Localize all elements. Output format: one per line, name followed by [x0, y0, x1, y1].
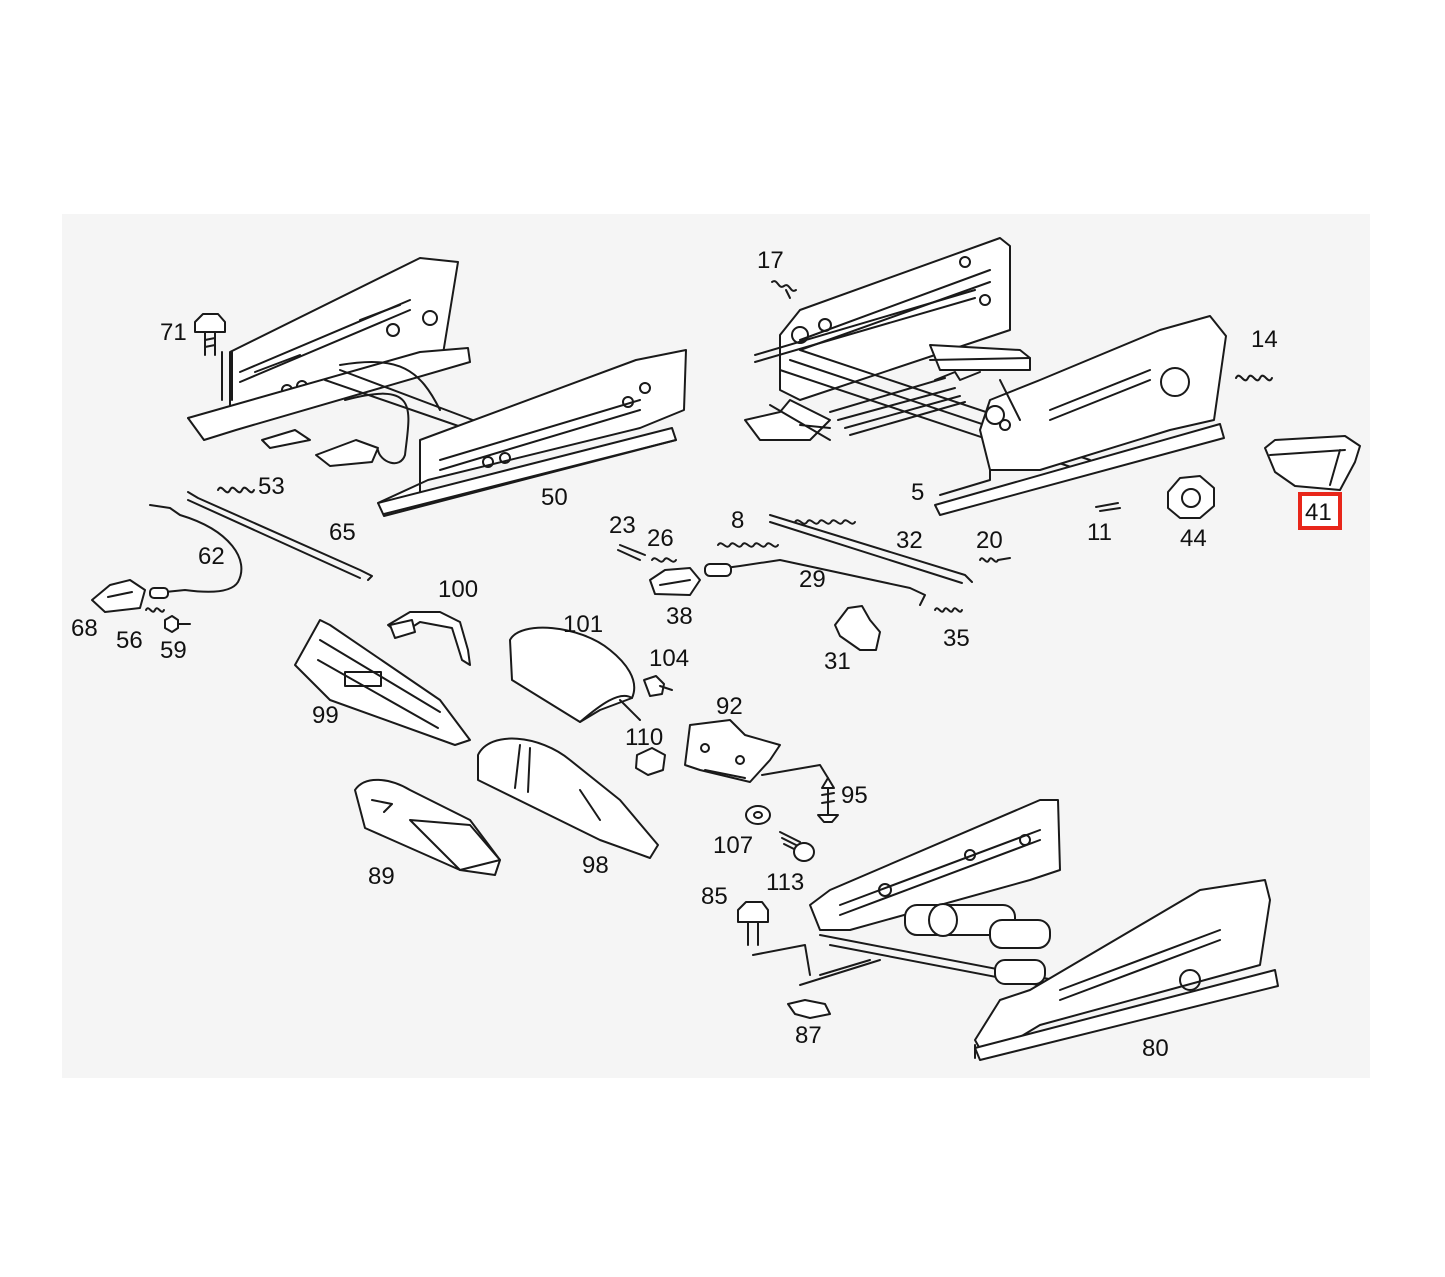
spring-35-drawing[interactable]: [934, 607, 963, 613]
part-labels: 71 53 50 65 62 68 56 59 17 14 5 11 44 23…: [71, 247, 1278, 1062]
cover-89-drawing[interactable]: [354, 778, 501, 876]
label-65[interactable]: 65: [329, 519, 356, 546]
cover-101-drawing[interactable]: [509, 626, 641, 723]
label-92[interactable]: 92: [716, 693, 743, 720]
spring-20-drawing[interactable]: [979, 557, 1011, 563]
seat-frame-5-drawing[interactable]: [744, 237, 1227, 516]
pin-11-drawing[interactable]: [1095, 502, 1121, 512]
bolt-23-drawing[interactable]: [617, 544, 646, 561]
label-98[interactable]: 98: [582, 852, 609, 879]
handle-38-drawing[interactable]: [649, 567, 701, 596]
label-38[interactable]: 38: [666, 603, 693, 630]
nut-110-drawing[interactable]: [635, 747, 666, 776]
label-62[interactable]: 62: [198, 543, 225, 570]
knob-44-drawing[interactable]: [1167, 475, 1215, 519]
handle-68-drawing[interactable]: [91, 579, 146, 613]
label-41[interactable]: 41: [1305, 499, 1332, 526]
label-50[interactable]: 50: [541, 484, 568, 511]
spring-17-drawing[interactable]: [771, 280, 797, 299]
label-113[interactable]: 113: [766, 869, 804, 896]
spring-14-drawing[interactable]: [1235, 374, 1273, 382]
label-35[interactable]: 35: [943, 625, 970, 652]
label-29[interactable]: 29: [799, 566, 826, 593]
label-11[interactable]: 11: [1087, 519, 1112, 546]
bracket-92-drawing[interactable]: [684, 719, 781, 783]
label-53[interactable]: 53: [258, 473, 285, 500]
cover-98-drawing[interactable]: [477, 737, 659, 859]
label-71[interactable]: 71: [160, 319, 187, 346]
clip-31-drawing[interactable]: [834, 605, 881, 651]
cable-62-drawing[interactable]: [149, 504, 243, 599]
label-23[interactable]: 23: [609, 512, 636, 539]
clip-87-drawing[interactable]: [787, 999, 831, 1019]
screw-95-drawing[interactable]: [761, 764, 839, 823]
rod-65-drawing[interactable]: [187, 491, 373, 581]
spring-53-drawing[interactable]: [217, 486, 255, 494]
label-8[interactable]: 8: [731, 507, 744, 534]
label-110[interactable]: 110: [625, 724, 663, 751]
bolt-59-drawing[interactable]: [164, 615, 191, 633]
label-89[interactable]: 89: [368, 863, 395, 890]
label-101[interactable]: 101: [563, 611, 603, 638]
screw-113-drawing[interactable]: [779, 831, 815, 862]
label-99[interactable]: 99: [312, 702, 339, 729]
seat-frame-80-drawing[interactable]: [799, 799, 1279, 1061]
label-26[interactable]: 26: [647, 525, 674, 552]
seat-frame-50-drawing[interactable]: [187, 257, 687, 517]
bolt-85-drawing[interactable]: [737, 901, 811, 976]
spring-26-drawing[interactable]: [651, 557, 677, 563]
label-100[interactable]: 100: [438, 576, 478, 603]
highlight-box: [1298, 492, 1342, 530]
spring-8-drawing[interactable]: [717, 519, 856, 548]
highlighted-part-marker[interactable]: 41: [1298, 492, 1342, 530]
bracket-100-drawing[interactable]: [387, 611, 471, 666]
label-5[interactable]: 5: [911, 479, 924, 506]
label-68[interactable]: 68: [71, 615, 98, 642]
label-32[interactable]: 32: [896, 527, 923, 554]
label-17[interactable]: 17: [757, 247, 784, 274]
label-14[interactable]: 14: [1251, 326, 1278, 353]
rod-32-drawing[interactable]: [769, 514, 973, 584]
label-59[interactable]: 59: [160, 637, 187, 664]
label-85[interactable]: 85: [701, 883, 728, 910]
label-104[interactable]: 104: [649, 645, 689, 672]
label-31[interactable]: 31: [824, 648, 851, 675]
label-56[interactable]: 56: [116, 627, 143, 654]
label-80[interactable]: 80: [1142, 1035, 1169, 1062]
washer-107-drawing[interactable]: [745, 805, 771, 825]
label-107[interactable]: 107: [713, 832, 753, 859]
screw-104-drawing[interactable]: [643, 675, 673, 697]
label-44[interactable]: 44: [1180, 525, 1207, 552]
cover-41-drawing[interactable]: [1264, 435, 1361, 491]
label-87[interactable]: 87: [795, 1022, 822, 1049]
trim-99-drawing[interactable]: [294, 619, 471, 746]
bolt-71-drawing[interactable]: [194, 313, 226, 356]
label-20[interactable]: 20: [976, 527, 1003, 554]
cable-29-drawing[interactable]: [704, 559, 926, 606]
label-95[interactable]: 95: [841, 782, 868, 809]
clip-56-drawing[interactable]: [145, 607, 165, 613]
